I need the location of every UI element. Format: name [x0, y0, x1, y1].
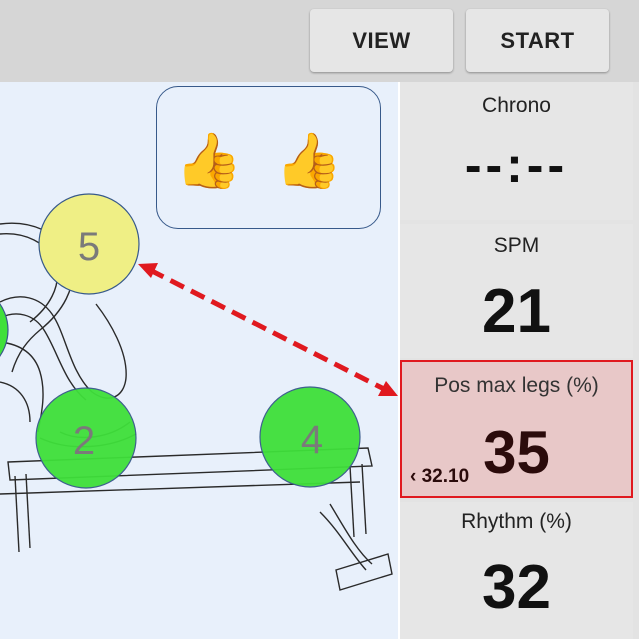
thumbs-up-icon: 👍: [175, 131, 243, 191]
marker-2[interactable]: 2: [35, 387, 137, 489]
marker-partial-left[interactable]: [0, 284, 9, 376]
link-arrow: [138, 263, 398, 396]
rhythm-value: 32: [482, 553, 551, 622]
top-toolbar: VIEW START: [0, 0, 639, 82]
rhythm-tile[interactable]: Rhythm (%) 32: [400, 502, 633, 639]
view-button[interactable]: VIEW: [310, 9, 453, 72]
rower-sketch: 5 2 4: [0, 193, 398, 591]
start-button[interactable]: START: [466, 9, 609, 72]
pos-max-legs-label: Pos max legs (%): [434, 374, 599, 397]
chrono-label: Chrono: [482, 94, 551, 117]
pos-max-legs-previous: ‹ 32.10: [410, 466, 470, 487]
pos-max-legs-value: 35: [483, 419, 550, 486]
pos-max-legs-tile[interactable]: Pos max legs (%) 35 ‹ 32.10: [400, 360, 633, 498]
spm-value: 21: [482, 277, 551, 346]
spm-tile[interactable]: SPM 21: [400, 224, 633, 358]
arrow-head-end: [378, 381, 398, 396]
marker-5-label: 5: [78, 225, 100, 269]
rowing-sketch-area: 5 2 4 👍 👍: [0, 82, 398, 639]
marker-5[interactable]: 5: [38, 193, 140, 295]
spm-label: SPM: [493, 234, 540, 257]
thumbs-up-icon: 👍: [275, 131, 343, 191]
marker-4-label: 4: [301, 418, 323, 462]
arrow-head-start: [138, 263, 158, 278]
feedback-indicator: 👍 👍: [156, 86, 381, 229]
chrono-tile[interactable]: Chrono --:--: [400, 82, 633, 220]
rhythm-label: Rhythm (%): [461, 510, 572, 533]
marker-4[interactable]: 4: [259, 386, 361, 488]
chrono-value: --:--: [464, 137, 569, 193]
marker-2-label: 2: [73, 419, 95, 463]
stats-panel: Chrono --:-- SPM 21 Pos max legs (%) 35 …: [400, 82, 639, 639]
